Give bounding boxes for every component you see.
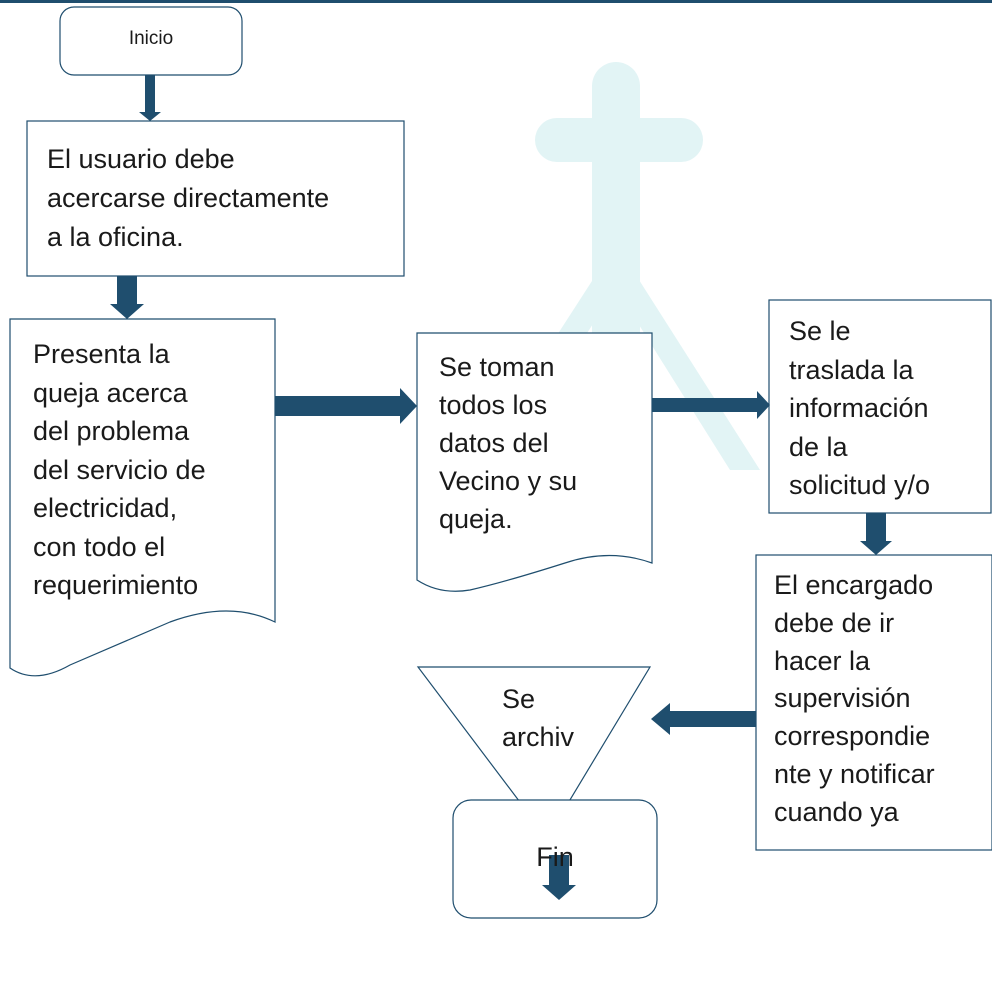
step1-text: El usuario debe acercarse directamente a…: [47, 144, 330, 252]
arrow-step2-to-step3: [275, 388, 417, 424]
archive-triangle: [416, 666, 652, 840]
step5-process-box: [755, 554, 992, 851]
arrow-step4-to-step5: [860, 513, 892, 555]
step3-document-shape: [416, 332, 653, 592]
step1-process-box: [26, 120, 405, 277]
step2-text: Presenta la queja acerca del problema de…: [33, 339, 206, 600]
step5-text: El encargado debe de ir hacer la supervi…: [774, 570, 935, 827]
arrow-start-to-step1: [139, 75, 161, 121]
top-border-line: [0, 0, 992, 3]
end-label: Fin: [536, 842, 574, 872]
step4-text: Se le traslada la información de la soli…: [789, 316, 931, 500]
step4-process-box: [768, 299, 992, 514]
step2-document-shape: [9, 318, 276, 677]
start-label: Inicio: [128, 28, 174, 49]
arrow-step3-to-step4: [652, 391, 770, 419]
archive-text: Se archiv: [502, 684, 575, 752]
arrow-step5-to-archive: [651, 703, 756, 735]
step3-text: Se toman todos los datos del Vecino y su…: [439, 352, 578, 534]
arrow-step1-to-step2: [110, 276, 144, 319]
arrow-archive-to-end: [542, 855, 576, 900]
